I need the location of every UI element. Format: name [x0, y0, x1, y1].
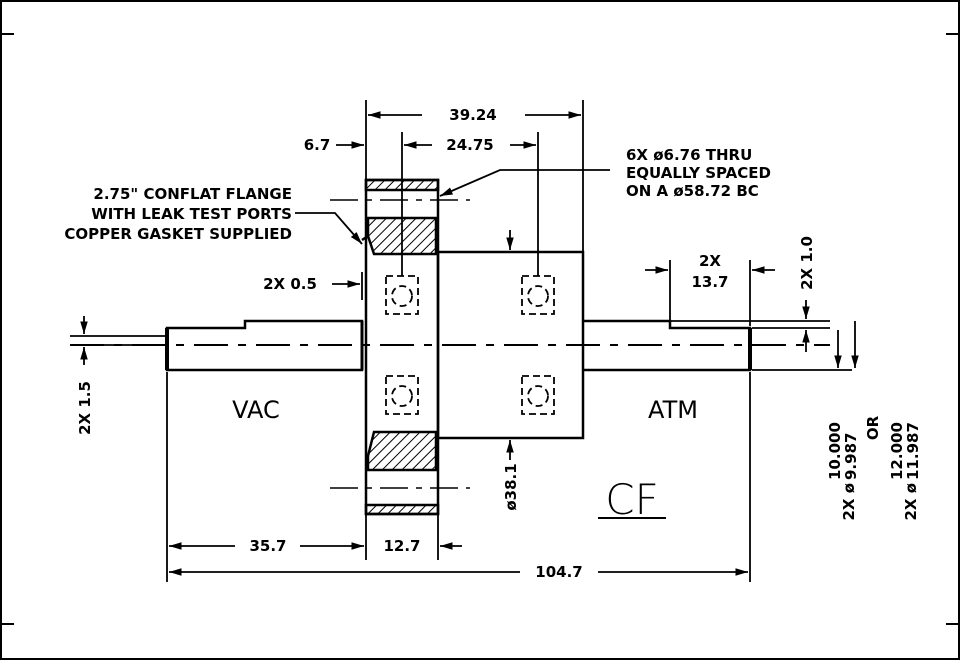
or-label: OR	[864, 415, 882, 440]
atm-label: ATM	[648, 396, 698, 424]
dim-12-7: 12.7	[383, 537, 420, 555]
conflat-flange	[360, 178, 440, 516]
dia-a-lower: 9.987	[842, 433, 860, 480]
dia-b-prefix: 2X ø	[902, 483, 920, 521]
dim-104-7: 104.7	[535, 563, 582, 581]
labels: 39.24 6.7 24.75 6X ø6.76 THRU EQUALLY SP…	[64, 106, 922, 581]
dia-b-lower: 11.987	[904, 422, 922, 480]
dim-2x-0-5: 2X 0.5	[263, 275, 317, 293]
dim-dia-38-1: ø38.1	[502, 463, 520, 510]
dim-2x-1-5: 2X 1.5	[76, 381, 94, 435]
dia-b-upper: 12.000	[888, 422, 906, 480]
hole-note-line-3: ON A ø58.72 BC	[626, 182, 759, 200]
dim-2x-1-0: 2X 1.0	[798, 236, 816, 290]
hole-note-line-2: EQUALLY SPACED	[626, 164, 771, 182]
dimension-lines	[70, 100, 859, 582]
dim-24-75: 24.75	[446, 136, 493, 154]
dim-2x-13-7-count: 2X	[699, 252, 721, 270]
hole-note-line-1: 6X ø6.76 THRU	[626, 146, 752, 164]
dim-35-7: 35.7	[249, 537, 286, 555]
dim-39-24: 39.24	[449, 106, 496, 124]
dia-a-upper: 10.000	[826, 422, 844, 480]
dia-a-prefix: 2X ø	[840, 483, 858, 521]
flange-note-line-2: WITH LEAK TEST PORTS	[91, 205, 292, 223]
cf-label: CF	[605, 475, 658, 524]
flange-note-line-1: 2.75" CONFLAT FLANGE	[93, 185, 292, 203]
bolt-hole-centerlines	[330, 199, 470, 489]
flange-note-line-3: COPPER GASKET SUPPLIED	[64, 225, 292, 243]
vac-label: VAC	[232, 396, 280, 424]
dim-2x-13-7-value: 13.7	[691, 273, 728, 291]
atm-shaft	[583, 319, 752, 372]
tube-body	[436, 250, 585, 440]
dim-6-7: 6.7	[304, 136, 331, 154]
